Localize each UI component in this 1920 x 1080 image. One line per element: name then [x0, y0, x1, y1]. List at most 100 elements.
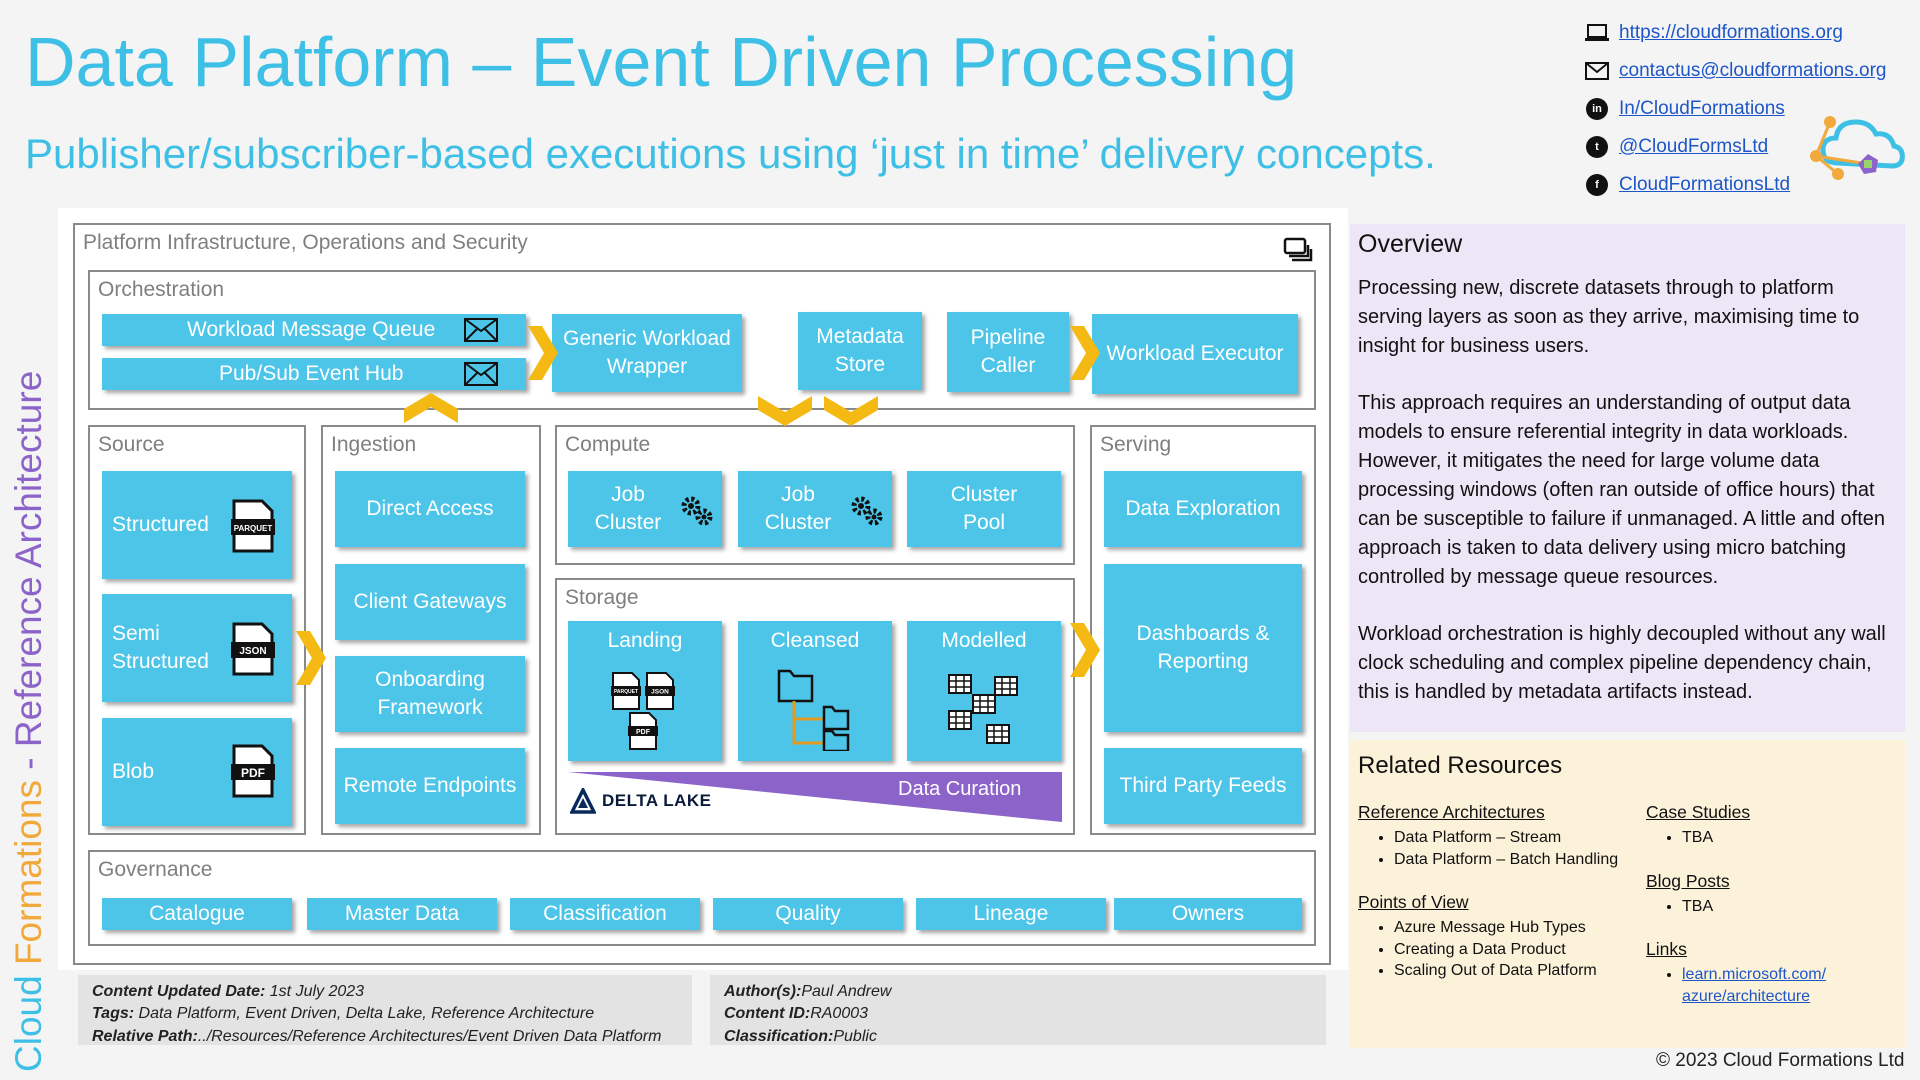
side-title-ref-arch: Reference Architecture [8, 370, 49, 748]
list-item[interactable]: Data Platform – Batch Handling [1394, 849, 1628, 871]
modelled-box[interactable]: Modelled [907, 621, 1061, 761]
links-list: learn.microsoft.com/ azure/architecture [1646, 964, 1896, 1007]
data-exploration-box[interactable]: Data Exploration [1104, 471, 1302, 547]
data-curation-wedge [568, 772, 1062, 822]
pubsub-event-hub-box[interactable]: Pub/Sub Event Hub [102, 358, 526, 390]
author-row: Author(s):Paul Andrew [724, 981, 1312, 1003]
structured-box[interactable]: Structured PARQUET [102, 471, 292, 579]
source-label: Source [98, 433, 165, 456]
workload-message-queue-box[interactable]: Workload Message Queue [102, 314, 526, 346]
third-party-feeds-box[interactable]: Third Party Feeds [1104, 748, 1302, 824]
modelled-label: Modelled [941, 629, 1027, 652]
quality-box[interactable]: Quality [713, 898, 903, 930]
contact-linkedin: in In/CloudFormations [1585, 90, 1886, 128]
list-item[interactable]: Data Platform – Stream [1394, 827, 1628, 849]
classification-box[interactable]: Classification [510, 898, 700, 930]
path-label: Relative Path: [92, 1027, 198, 1045]
platform-label: Platform Infrastructure, Operations and … [83, 231, 528, 254]
contact-website: https://cloudformations.org [1585, 14, 1886, 52]
ms-architecture-link[interactable]: learn.microsoft.com/ azure/architecture [1682, 966, 1827, 1005]
related-left-column: Reference Architectures Data Platform – … [1358, 802, 1628, 1004]
remote-endpoints-box[interactable]: Remote Endpoints [335, 748, 525, 824]
job-cluster-box-1[interactable]: Job Cluster [568, 471, 722, 547]
list-item: TBA [1682, 896, 1896, 918]
case-studies-heading[interactable]: Case Studies [1646, 802, 1751, 822]
catalogue-box[interactable]: Catalogue [102, 898, 292, 930]
governance-label: Governance [98, 858, 213, 881]
lineage-box[interactable]: Lineage [916, 898, 1106, 930]
blog-posts-list: TBA [1646, 896, 1896, 918]
email-link[interactable]: contactus@cloudformations.org [1619, 60, 1887, 81]
pdf-tag: PDF [636, 729, 651, 736]
pov-heading[interactable]: Points of View [1358, 892, 1469, 913]
job-cluster-label-1: Job Cluster [594, 482, 662, 534]
overview-title: Overview [1358, 230, 1463, 258]
contact-twitter: t @CloudFormsLtd [1585, 128, 1886, 166]
updated-row: Content Updated Date: 1st July 2023 [92, 981, 678, 1003]
pipeline-caller-box[interactable]: Pipeline Caller [947, 312, 1069, 392]
list-item[interactable]: Scaling Out of Data Platform [1394, 960, 1628, 982]
pov-list: Azure Message Hub Types Creating a Data … [1358, 917, 1628, 982]
tags-label: Tags: [92, 1005, 135, 1023]
cluster-pool-box[interactable]: Cluster Pool [907, 471, 1061, 547]
blog-posts-heading[interactable]: Blog Posts [1646, 870, 1730, 891]
facebook-icon: f [1585, 173, 1609, 197]
list-item: TBA [1682, 827, 1896, 849]
orchestration-label: Orchestration [98, 278, 225, 301]
chevron-down-icon [758, 396, 812, 426]
page-subtitle: Publisher/subscriber-based executions us… [25, 130, 1436, 177]
semi-structured-box[interactable]: Semi Structured JSON [102, 594, 292, 702]
cleansed-box[interactable]: Cleansed [738, 621, 892, 761]
chevron-right-icon [296, 631, 326, 685]
onboarding-framework-box[interactable]: Onboarding Framework [335, 656, 525, 732]
chevron-right-icon [1070, 623, 1100, 677]
classification-value: Public [833, 1027, 877, 1045]
related-right-column: Case Studies TBA Blog Posts TBA Links le… [1646, 802, 1896, 1029]
files-icon: PARQUET JSON PDF [611, 672, 675, 750]
metadata-store-box[interactable]: Metadata Store [798, 312, 922, 390]
parquet-tag: PARQUET [234, 524, 273, 533]
overview-panel: Overview Processing new, discrete datase… [1350, 224, 1905, 732]
owners-box[interactable]: Owners [1114, 898, 1302, 930]
contact-facebook: f CloudFormationsLtd [1585, 166, 1886, 204]
facebook-link[interactable]: CloudFormationsLtd [1619, 174, 1791, 195]
chevron-right-icon [528, 326, 558, 380]
content-meta-box: Content Updated Date: 1st July 2023 Tags… [78, 975, 692, 1045]
direct-access-box[interactable]: Direct Access [335, 471, 525, 547]
ingestion-label: Ingestion [331, 433, 417, 456]
pubsub-event-hub-label: Pub/Sub Event Hub [219, 361, 404, 385]
linkedin-icon: in [1585, 97, 1609, 121]
linkedin-link[interactable]: In/CloudFormations [1619, 98, 1785, 119]
content-id-row: Content ID:RA0003 [724, 1003, 1312, 1025]
governance-panel: Governance [88, 850, 1316, 946]
generic-workload-wrapper-box[interactable]: Generic Workload Wrapper [552, 314, 742, 392]
dashboards-reporting-box[interactable]: Dashboards & Reporting [1104, 564, 1302, 732]
ref-arch-heading[interactable]: Reference Architectures [1358, 802, 1545, 822]
author-meta-box: Author(s):Paul Andrew Content ID:RA0003 … [710, 975, 1326, 1045]
gears-icon [851, 496, 883, 526]
landing-box[interactable]: Landing PARQUET JSON PDF [568, 621, 722, 761]
blob-box[interactable]: Blob PDF [102, 718, 292, 826]
delta-icon [570, 788, 596, 814]
list-item: learn.microsoft.com/ azure/architecture [1682, 964, 1842, 1007]
pdf-file-icon: PDF [231, 744, 275, 798]
list-item[interactable]: Creating a Data Product [1394, 939, 1628, 961]
master-data-box[interactable]: Master Data [307, 898, 497, 930]
storage-label: Storage [565, 586, 639, 609]
links-heading[interactable]: Links [1646, 939, 1687, 960]
content-id-value: RA0003 [810, 1005, 869, 1023]
list-item[interactable]: Azure Message Hub Types [1394, 917, 1628, 939]
workload-executor-box[interactable]: Workload Executor [1092, 314, 1298, 394]
twitter-link[interactable]: @CloudFormsLtd [1619, 136, 1769, 157]
website-link[interactable]: https://cloudformations.org [1619, 22, 1843, 43]
overview-paragraph-3: Workload orchestration is highly decoupl… [1358, 623, 1886, 703]
job-cluster-label-2: Job Cluster [764, 482, 832, 534]
client-gateways-box[interactable]: Client Gateways [335, 564, 525, 640]
workload-message-queue-label: Workload Message Queue [187, 317, 436, 341]
job-cluster-box-2[interactable]: Job Cluster [738, 471, 892, 547]
tags-row: Tags: Data Platform, Event Driven, Delta… [92, 1003, 678, 1025]
diagram-canvas: Platform Infrastructure, Operations and … [58, 208, 1348, 970]
page-title: Data Platform – Event Driven Processing [25, 23, 1298, 101]
side-title-cloud: Cloud [8, 965, 49, 1072]
structured-label: Structured [112, 512, 209, 536]
